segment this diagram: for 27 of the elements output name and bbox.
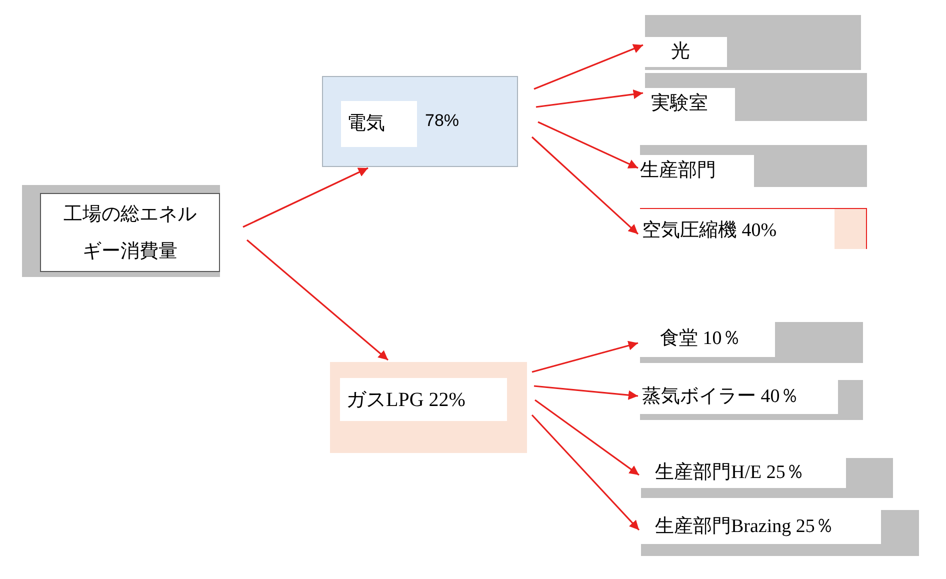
category-box: [645, 73, 867, 121]
arrow: [534, 399, 640, 476]
box-label: 光: [645, 37, 727, 67]
arrow: [536, 89, 644, 108]
arrow: [532, 340, 638, 373]
box-label: 蒸気ボイラー 40％: [640, 380, 838, 414]
category-box: [22, 185, 220, 277]
box-label: 電気: [341, 101, 417, 147]
arrow: [531, 136, 639, 235]
arrow: [534, 44, 644, 90]
box-label: 空気圧縮機 40%: [641, 219, 778, 244]
box-label: 生産部門H/E 25％: [641, 458, 846, 488]
category-box: [645, 15, 861, 70]
percentage-label: 78%: [424, 110, 460, 132]
arrow: [531, 414, 640, 531]
arrow: [538, 121, 638, 169]
arrow: [246, 239, 389, 361]
box-label: 実験室: [645, 88, 735, 121]
category-box: [322, 76, 518, 167]
box-label: 食堂 10％: [640, 322, 775, 357]
box-label: ガスLPG 22%: [340, 378, 507, 421]
arrow: [242, 167, 368, 228]
box-label: 工場の総エネルギー消費量: [40, 193, 220, 272]
category-box: [330, 362, 527, 453]
box-label: 生産部門: [640, 155, 754, 187]
arrow: [534, 385, 638, 400]
box-label: 生産部門Brazing 25％: [641, 510, 881, 544]
